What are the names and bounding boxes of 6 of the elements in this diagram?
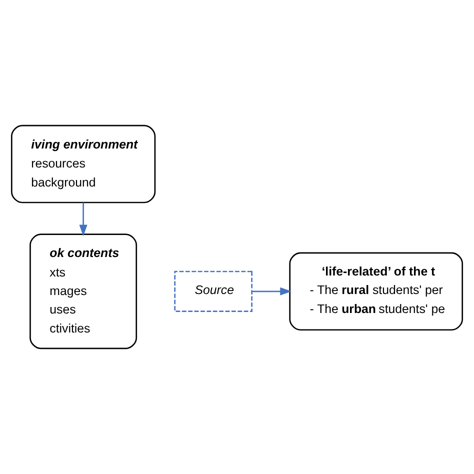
arrow <box>79 202 88 236</box>
arrow <box>252 287 292 296</box>
node-box: ‘life-related’ of the t - The rural students' per - The urban students' pe <box>289 252 464 331</box>
node-box: ok contents xts mages uses ctivities <box>30 234 138 350</box>
node-box: iving environment resources background <box>10 124 156 204</box>
node-box: Source <box>174 270 252 312</box>
